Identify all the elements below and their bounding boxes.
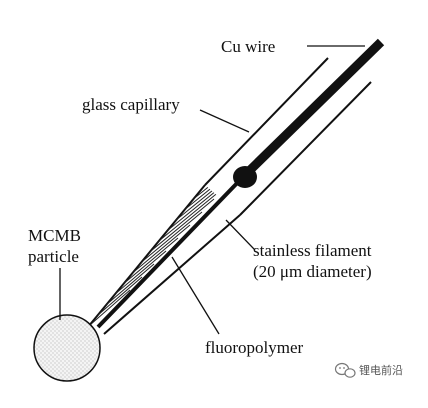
leader-stainless bbox=[225, 219, 256, 251]
watermark: 锂电前沿 bbox=[334, 362, 403, 378]
label-cu-wire: Cu wire bbox=[221, 37, 275, 56]
label-stainless-filament: stainless filament bbox=[253, 241, 372, 260]
wechat-logo-icon bbox=[334, 362, 356, 378]
mcmb-particle bbox=[33, 314, 101, 382]
watermark-text: 锂电前沿 bbox=[359, 363, 403, 377]
cu-wire bbox=[240, 38, 385, 180]
label-glass-capillary: glass capillary bbox=[82, 95, 180, 114]
label-fluoropolymer: fluoropolymer bbox=[205, 338, 304, 357]
capillary-wall-taper-right bbox=[103, 214, 241, 335]
label-filament-diameter: (20 μm diameter) bbox=[253, 262, 372, 281]
wire-filament-junction bbox=[233, 166, 257, 188]
capillary-wall-upper-left bbox=[204, 57, 329, 186]
capillary-wall-upper-right bbox=[239, 81, 372, 216]
fluoropolymer-hatching bbox=[89, 185, 240, 326]
leader-fluoropolymer bbox=[171, 256, 220, 335]
label-mcmb: MCMB bbox=[28, 226, 81, 245]
label-particle: particle bbox=[28, 247, 79, 266]
stainless-filament bbox=[96, 175, 245, 329]
leader-glass-capillary bbox=[199, 109, 250, 133]
capillary-wall-taper-left bbox=[87, 184, 206, 328]
